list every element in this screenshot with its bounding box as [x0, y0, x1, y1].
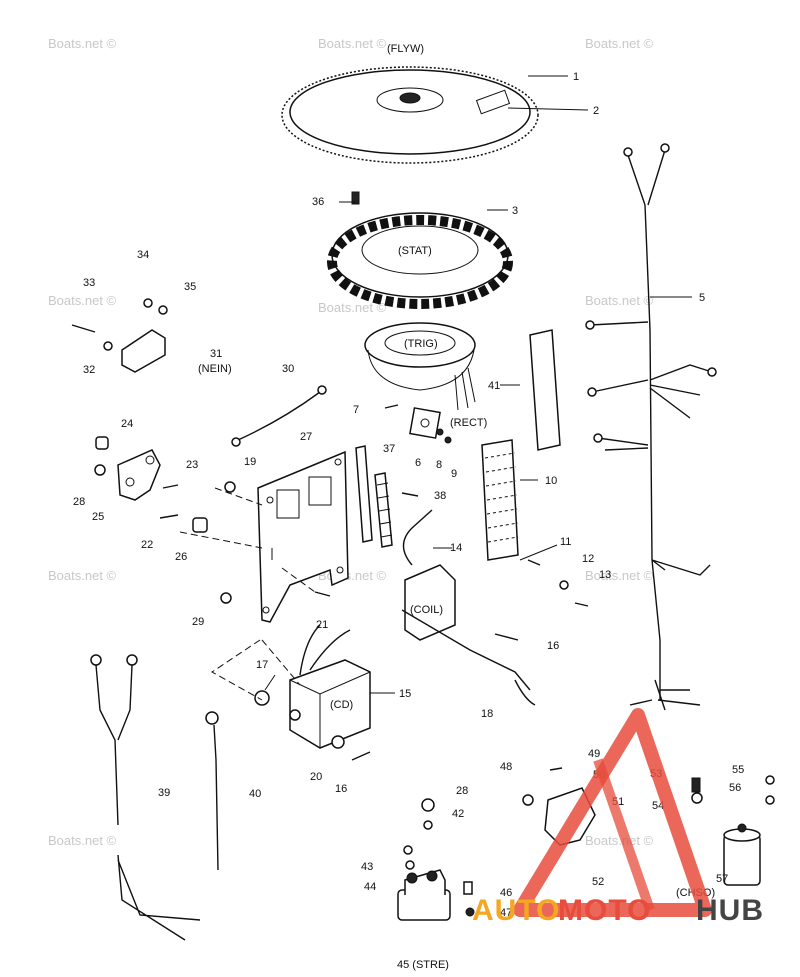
- part-number: 40: [249, 788, 261, 800]
- part-number: 19: [244, 456, 256, 468]
- part-number: 11: [560, 536, 571, 548]
- part-number: 36: [312, 196, 324, 208]
- part-number: 52: [592, 876, 604, 888]
- part-number: 32: [83, 364, 95, 376]
- part-number: 22: [141, 539, 153, 551]
- part-number: 16: [335, 783, 347, 795]
- part-number: 30: [282, 363, 294, 375]
- part-number: 12: [582, 553, 594, 565]
- neutral-switch-tag: (NEIN): [198, 363, 232, 375]
- watermark: Boats.net ©: [585, 36, 654, 51]
- part-number: 9: [451, 468, 457, 480]
- part-number: 37: [383, 443, 395, 455]
- terminal-block: [481, 439, 519, 561]
- rectifier: (RECT): [409, 407, 487, 439]
- part-number: 44: [364, 881, 376, 893]
- terminal-strip: [374, 472, 393, 548]
- wiring-harness: [585, 143, 717, 711]
- part-number: 20: [310, 771, 322, 783]
- part-number: 27: [300, 431, 312, 443]
- coil-tag: (COIL): [410, 604, 443, 616]
- watermark: Boats.net ©: [48, 568, 117, 583]
- part-number: 29: [192, 616, 204, 628]
- part-number: 7: [353, 404, 359, 416]
- part-number: 10: [545, 475, 557, 487]
- part-number: 8: [436, 459, 442, 471]
- watermark: Boats.net ©: [318, 300, 387, 315]
- part-number: 15: [399, 688, 411, 700]
- cd-module: (CD): [254, 624, 371, 749]
- part-number: 25: [92, 511, 104, 523]
- part-number: 23: [186, 459, 198, 471]
- part-number: 1: [573, 71, 579, 83]
- rectifier-tag: (RECT): [450, 417, 487, 429]
- starter-solenoid: [397, 798, 475, 921]
- part-number: 17: [256, 659, 268, 671]
- leader-lines: [264, 75, 692, 694]
- part-number: 34: [137, 249, 149, 261]
- part-number: 56: [729, 782, 741, 794]
- part-number: 46: [500, 887, 512, 899]
- brand-text-moto: MOTO: [558, 894, 651, 927]
- part-number: 33: [83, 277, 95, 289]
- stator-tag: (STAT): [398, 245, 432, 257]
- brand-text-hub: HUB: [696, 894, 764, 927]
- decals: [355, 329, 561, 543]
- part-number: 38: [434, 490, 446, 502]
- part-number: 13: [599, 569, 611, 581]
- part-number: 3: [512, 205, 518, 217]
- part-number: 6: [415, 457, 421, 469]
- watermark: Boats.net ©: [585, 833, 654, 848]
- trigger-tag: (TRIG): [404, 338, 438, 350]
- part-number: 48: [500, 761, 512, 773]
- part-number: 43: [361, 861, 373, 873]
- part-number: 45 (STRE): [397, 959, 449, 971]
- watermark: Boats.net ©: [48, 293, 117, 308]
- part-number: 55: [732, 764, 744, 776]
- part-number: 35: [184, 281, 196, 293]
- part-number: 57: [716, 873, 728, 885]
- cd-tag: (CD): [330, 699, 353, 711]
- bracket: [94, 436, 236, 533]
- flywheel-tag: (FLYW): [387, 43, 424, 55]
- part-number: 39: [158, 787, 170, 799]
- part-number: 24: [121, 418, 133, 430]
- watermark: Boats.net ©: [48, 833, 117, 848]
- neutral-switch: (NEIN): [71, 298, 232, 375]
- part-number: 14: [450, 542, 462, 554]
- part-number: 31: [210, 348, 222, 360]
- watermark: Boats.net ©: [585, 568, 654, 583]
- part-number: 28: [456, 785, 468, 797]
- watermark: Boats.net ©: [318, 36, 387, 51]
- part-number: 26: [175, 551, 187, 563]
- ignition-coil: (COIL): [401, 509, 536, 706]
- brand-logo: AUTO MOTO HUB: [472, 708, 764, 927]
- part-number: 47: [500, 907, 512, 919]
- part-number: 41: [488, 380, 500, 392]
- mounting-plate: [257, 450, 349, 623]
- part-number: 18: [481, 708, 493, 720]
- brand-text-auto: AUTO: [472, 894, 560, 927]
- assembly-lines: [179, 487, 316, 701]
- small-hardware: [220, 404, 589, 761]
- part-number: 49: [588, 748, 600, 760]
- part-number: 16: [547, 640, 559, 652]
- ground-cable: [231, 385, 327, 447]
- stator: (STAT): [327, 191, 513, 309]
- battery-cables: [90, 654, 219, 941]
- part-number: 5: [699, 292, 705, 304]
- flywheel: (FLYW): [281, 43, 539, 164]
- part-number: 21: [316, 619, 328, 631]
- part-number: 2: [593, 105, 599, 117]
- part-number: 28: [73, 496, 85, 508]
- part-number: 42: [452, 808, 464, 820]
- watermark: Boats.net ©: [48, 36, 117, 51]
- watermark: Boats.net ©: [585, 293, 654, 308]
- trigger: (TRIG): [364, 322, 476, 411]
